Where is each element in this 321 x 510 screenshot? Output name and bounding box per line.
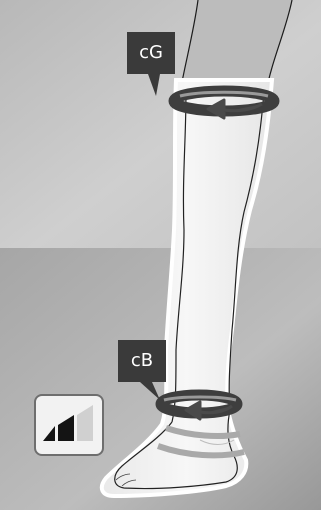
thigh-measurement-label: cG [127,32,175,74]
ankle-measurement-label: cB [118,340,166,382]
compression-level-bars [36,396,102,454]
compression-bar-1 [43,426,55,441]
compression-bar-3 [77,405,93,441]
compression-level-badge [34,394,104,456]
compression-bar-2 [58,415,74,441]
